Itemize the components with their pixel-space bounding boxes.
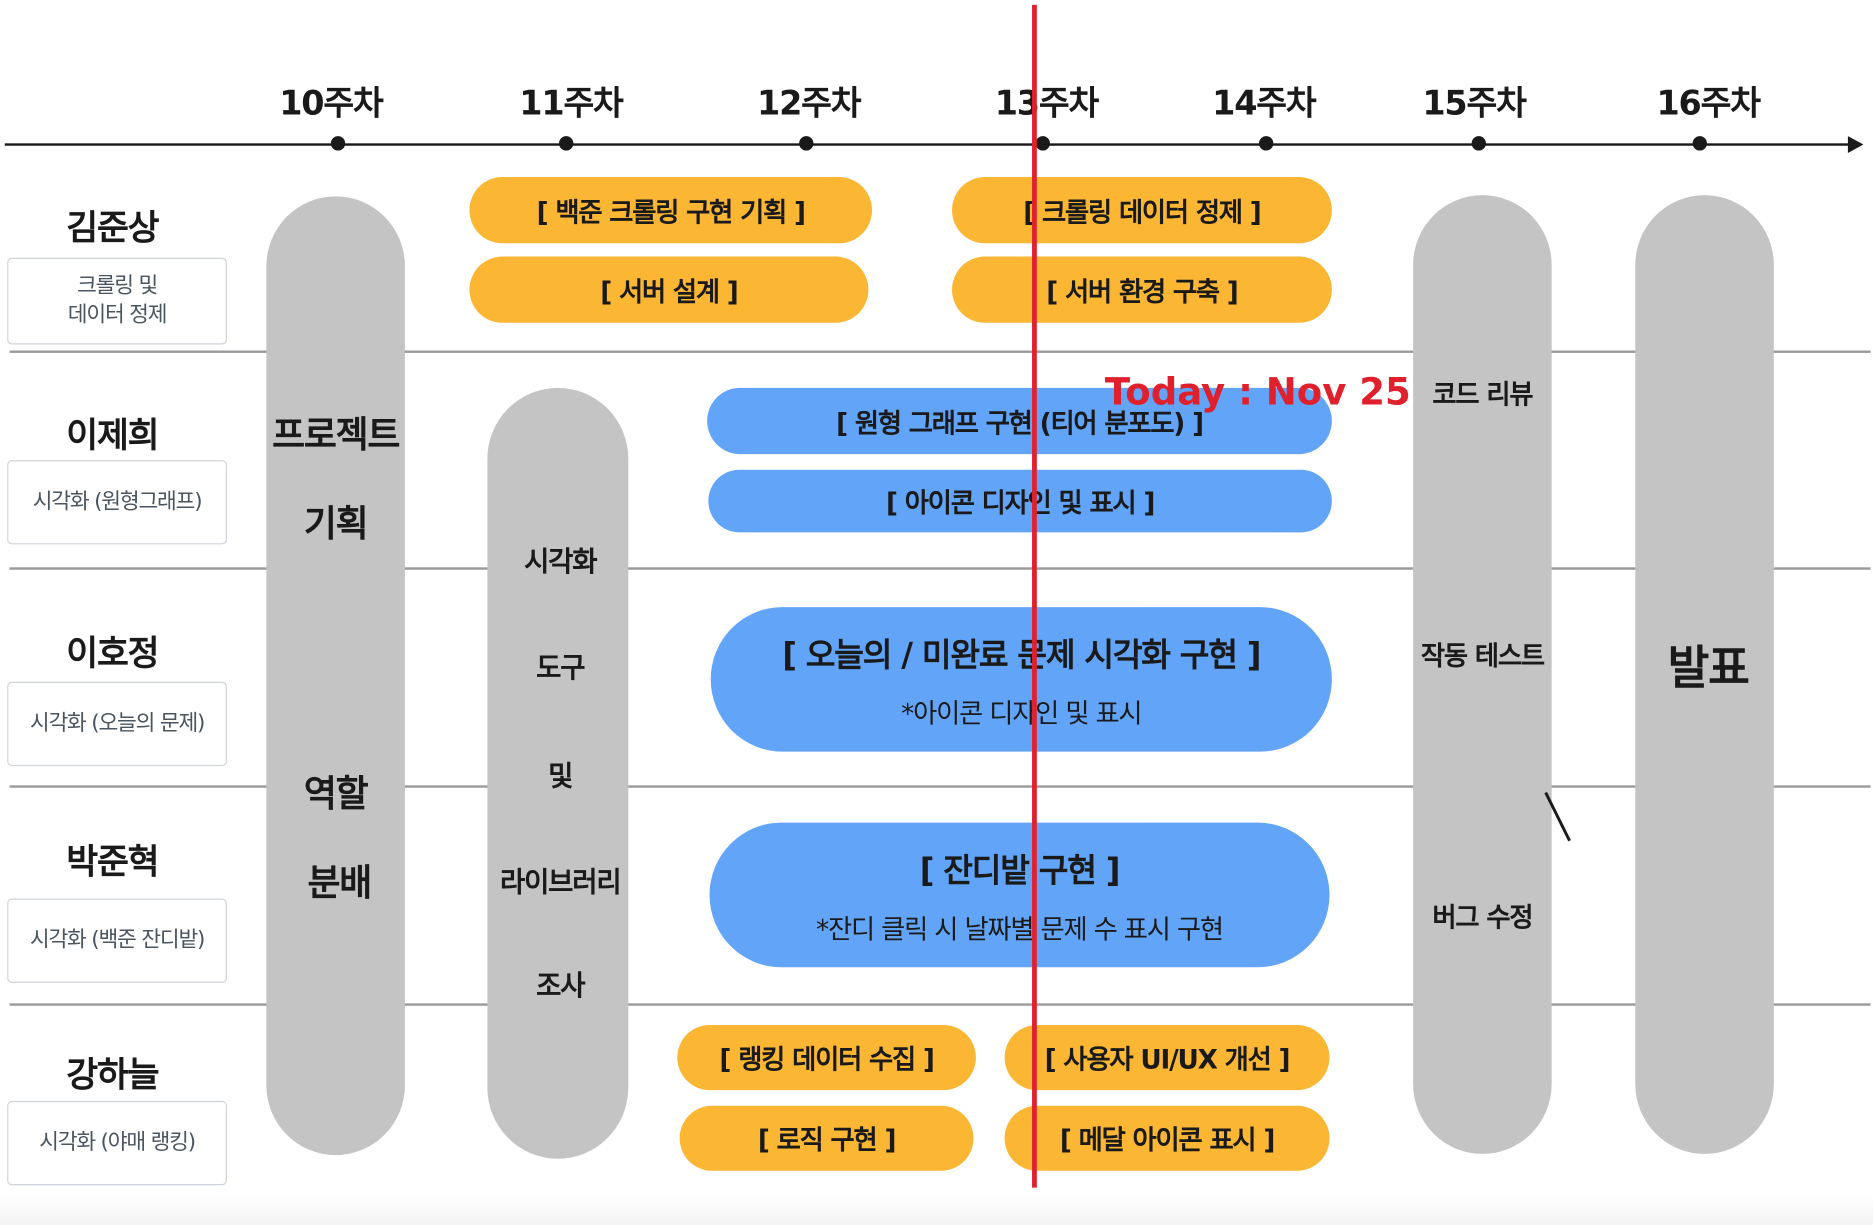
- week15-text: 코드 리뷰: [1432, 380, 1533, 411]
- today-label: Today : Nov 25: [1104, 370, 1411, 415]
- person-role: 시각화 (원형그래프): [7, 460, 227, 545]
- week-marker: [1259, 136, 1274, 151]
- week11-text: 라이브러리: [500, 867, 622, 899]
- task-pill: [ 서버 설계 ]: [469, 256, 869, 323]
- week10-text: 분배: [307, 862, 372, 905]
- row-divider: [9, 785, 1871, 788]
- person-name: 김준상: [66, 207, 159, 249]
- week-label: 15주차: [1422, 83, 1527, 123]
- week-marker: [799, 136, 814, 151]
- slash-mark: [1544, 791, 1571, 842]
- week11-text: 도구: [536, 652, 585, 685]
- week10-text: 프로젝트: [272, 414, 400, 457]
- week15-text: 버그 수정: [1432, 903, 1533, 934]
- task-pill: [ 랭킹 데이터 수집 ]: [677, 1025, 976, 1091]
- person-role: 크롤링 및 데이터 정제: [7, 257, 227, 345]
- person-role: 시각화 (백준 잔디밭): [7, 898, 227, 983]
- person-name: 이제희: [66, 414, 159, 456]
- task-pill: [ 메달 아이콘 표시 ]: [1004, 1105, 1330, 1171]
- week-label: 12주차: [757, 83, 862, 123]
- task-pill: [ 로직 구현 ]: [679, 1105, 974, 1171]
- today-marker-line: [1032, 4, 1037, 1188]
- person-role: 시각화 (야매 랭킹): [7, 1100, 227, 1186]
- task-pill-large: [ 오늘의 / 미완료 문제 시각화 구현 ] *아이콘 디자인 및 표시: [710, 607, 1332, 752]
- week-label: 16주차: [1656, 83, 1761, 123]
- timeline-arrow-icon: [1847, 136, 1864, 153]
- timeline-axis: [4, 143, 1859, 146]
- task-subtitle: *잔디 클릭 시 날짜별 문제 수 표시 구현: [816, 914, 1224, 945]
- task-pill: [ 아이콘 디자인 및 표시 ]: [708, 469, 1332, 533]
- task-pill: [ 백준 크롤링 구현 기획 ]: [469, 177, 872, 244]
- bottom-edge: [0, 1192, 1873, 1225]
- week15-text: 작동 테스트: [1420, 641, 1545, 673]
- task-title: [ 잔디밭 구현 ]: [919, 852, 1121, 890]
- task-pill: [ 크롤링 데이터 정제 ]: [952, 177, 1332, 244]
- week-label: 11주차: [519, 83, 624, 123]
- row-divider: [9, 350, 1871, 353]
- week15-column: [1413, 195, 1552, 1154]
- person-name: 강하늘: [66, 1053, 159, 1095]
- week16-text: 발표: [1667, 641, 1750, 695]
- week-marker: [1471, 136, 1486, 151]
- task-title: [ 오늘의 / 미완료 문제 시각화 구현 ]: [782, 636, 1261, 674]
- week-label: 14주차: [1212, 83, 1317, 123]
- week-label: 10주차: [279, 83, 384, 123]
- person-role: 시각화 (오늘의 문제): [7, 681, 227, 767]
- person-name: 박준혁: [66, 840, 159, 882]
- week10-text: 기획: [303, 503, 369, 546]
- week11-text: 및: [548, 761, 573, 793]
- row-divider: [9, 1003, 1871, 1006]
- task-pill: [ 사용자 UI/UX 개선 ]: [1004, 1025, 1330, 1091]
- week-marker: [1692, 136, 1707, 151]
- task-subtitle: *아이콘 디자인 및 표시: [901, 699, 1142, 730]
- week10-column: [266, 196, 405, 1156]
- week11-column: [487, 387, 629, 1159]
- task-pill-large: [ 잔디밭 구현 ] *잔디 클릭 시 날짜별 문제 수 표시 구현: [709, 822, 1330, 968]
- week16-column: [1635, 195, 1774, 1154]
- week11-text: 시각화: [524, 546, 597, 579]
- task-pill: [ 서버 환경 구축 ]: [952, 256, 1332, 323]
- row-divider: [9, 567, 1871, 570]
- week11-text: 조사: [536, 970, 585, 1003]
- week10-text: 역할: [303, 773, 369, 816]
- task-pill: [ 원형 그래프 구현 (티어 분포도) ]: [707, 387, 1332, 455]
- week-marker: [330, 136, 346, 151]
- week-marker: [1035, 136, 1050, 151]
- week-marker: [559, 136, 574, 151]
- person-name: 이호정: [66, 632, 159, 674]
- week-label: 13주차: [994, 83, 1100, 123]
